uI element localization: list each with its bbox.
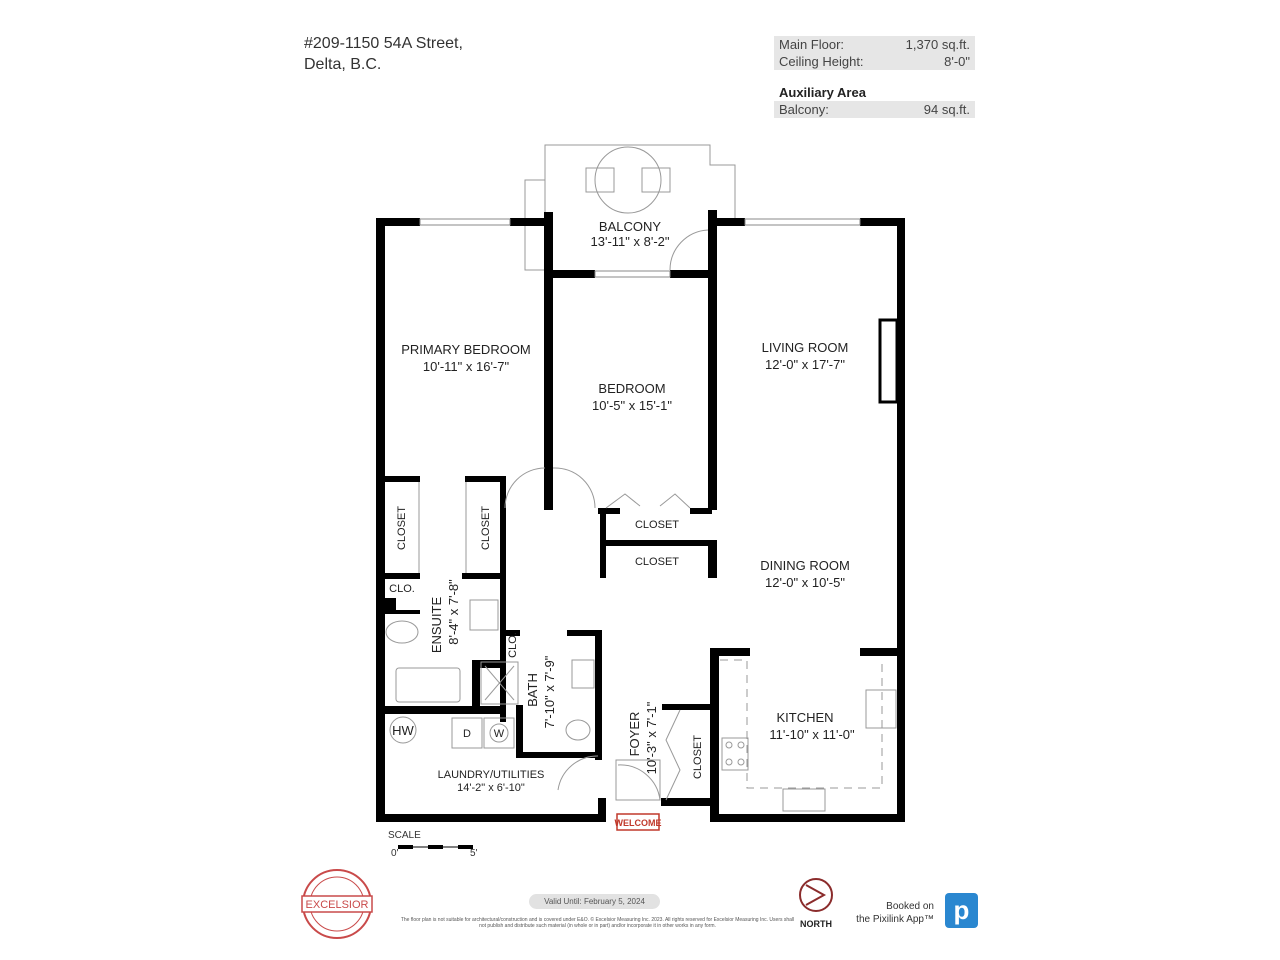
- auxiliary-title: Auxiliary Area: [779, 85, 866, 100]
- bath-dims: 7'-10" x 7'-9": [542, 655, 557, 728]
- area-stats: Main Floor: 1,370 sq.ft. Ceiling Height: 8…: [774, 36, 975, 118]
- ensuite-name: ENSUITE: [429, 597, 444, 654]
- logo-text: EXCELSIOR: [306, 899, 369, 911]
- balcony-name: BALCONY: [599, 219, 661, 234]
- ceiling-value: 8'-0": [944, 54, 970, 69]
- washer-label: W: [494, 728, 505, 740]
- foyer-dims: 10'-3" x 7'-1": [644, 701, 659, 774]
- valid-until-badge: Valid Until: February 5, 2024: [529, 894, 660, 909]
- primary-bedroom-dims: 10'-11" x 16'-7": [423, 359, 510, 374]
- closet-label: CLOSET: [480, 506, 492, 550]
- balcony-label: Balcony:: [779, 102, 829, 117]
- dining-room-dims: 12'-0" x 10'-5": [765, 575, 845, 590]
- dryer-label: D: [463, 728, 471, 740]
- scale-bar: [398, 845, 473, 849]
- closet-label: CLOSET: [635, 556, 679, 568]
- closet-label: CLOSET: [635, 519, 679, 531]
- north-label: NORTH: [800, 919, 832, 929]
- fixtures: [385, 467, 897, 812]
- closet-label: CLOSET: [692, 735, 704, 779]
- balcony-dims: 13'-11" x 8'-2": [591, 234, 670, 249]
- water-heater-label: HW: [392, 723, 414, 738]
- laundry-dims: 14'-2" x 6'-10": [457, 782, 525, 794]
- address-line2: Delta, B.C.: [304, 56, 382, 73]
- ensuite-dims: 8'-4" x 7'-8": [446, 579, 461, 645]
- scale-max: 5': [470, 848, 478, 859]
- main-floor-row: Main Floor: 1,370 sq.ft.: [774, 36, 975, 53]
- clo-label: CLO.: [507, 632, 519, 658]
- dining-room-name: DINING ROOM: [760, 558, 850, 573]
- walls: [376, 210, 905, 822]
- kitchen-name: KITCHEN: [776, 710, 833, 725]
- laundry-name: LAUNDRY/UTILITIES: [438, 769, 545, 781]
- foyer-name: FOYER: [627, 712, 642, 757]
- north-arrow-icon: [799, 878, 833, 912]
- balcony-row: Balcony: 94 sq.ft.: [774, 101, 975, 118]
- ceiling-label: Ceiling Height:: [779, 54, 864, 69]
- living-room-dims: 12'-0" x 17'-7": [765, 357, 845, 372]
- main-floor-label: Main Floor:: [779, 37, 845, 52]
- balcony-outline: [524, 144, 736, 271]
- bath-name: BATH: [525, 673, 540, 707]
- bedroom-name: BEDROOM: [598, 381, 665, 396]
- pixilink-text: Booked on the Pixilink App™: [850, 900, 934, 926]
- living-room-name: LIVING ROOM: [762, 340, 849, 355]
- scale-label: SCALE: [388, 830, 421, 841]
- excelsior-logo: EXCELSIOR: [301, 869, 373, 939]
- kitchen-dims: 11'-10" x 11'-0": [769, 727, 855, 742]
- primary-bedroom-name: PRIMARY BEDROOM: [401, 342, 531, 357]
- scale: SCALE 0' 5': [388, 830, 477, 859]
- pixilink-logo-icon[interactable]: p: [945, 893, 978, 928]
- welcome-label: WELCOME: [615, 818, 662, 828]
- scale-min: 0': [391, 848, 399, 859]
- windows: [419, 218, 861, 278]
- ceiling-row: Ceiling Height: 8'-0": [774, 53, 975, 70]
- clo-label: CLO.: [389, 583, 415, 595]
- main-floor-value: 1,370 sq.ft.: [905, 37, 970, 52]
- bedroom-dims: 10'-5" x 15'-1": [592, 398, 672, 413]
- legal-disclaimer: The floor plan is not suitable for archi…: [400, 917, 795, 929]
- welcome-mat: WELCOME: [615, 813, 662, 831]
- booked-line1: Booked on: [886, 901, 934, 912]
- booked-line2: the Pixilink App™: [856, 914, 934, 925]
- closet-label: CLOSET: [396, 506, 408, 550]
- address: #209-1150 54A Street, Delta, B.C.: [304, 33, 463, 75]
- balcony-value: 94 sq.ft.: [923, 102, 970, 117]
- address-line1: #209-1150 54A Street,: [304, 35, 463, 52]
